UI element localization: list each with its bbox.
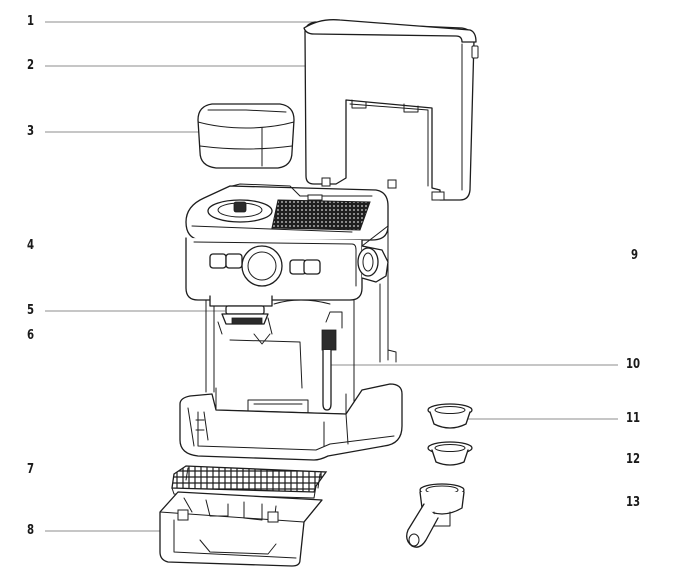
drip-tray	[159, 491, 323, 567]
callout-13: 13	[626, 495, 641, 510]
callout-8: 8	[27, 523, 35, 538]
callout-4: 4	[27, 238, 35, 253]
water-tank	[303, 19, 479, 201]
callout-7: 7	[27, 462, 35, 477]
filter-basket-single	[427, 403, 473, 429]
callout-6: 6	[27, 328, 35, 343]
callout-10: 10	[626, 357, 641, 372]
filter-basket-double	[427, 441, 473, 466]
portafilter	[406, 483, 465, 548]
callout-3: 3	[27, 124, 35, 139]
leader-lines	[45, 21, 618, 532]
callout-12: 12	[626, 452, 641, 467]
callout-9: 9	[631, 248, 639, 263]
bean-hopper	[197, 103, 295, 169]
machine-body	[179, 183, 403, 461]
callout-2: 2	[27, 58, 35, 73]
callout-5: 5	[27, 303, 35, 318]
callout-11: 11	[626, 411, 641, 426]
callout-1: 1	[27, 14, 35, 29]
